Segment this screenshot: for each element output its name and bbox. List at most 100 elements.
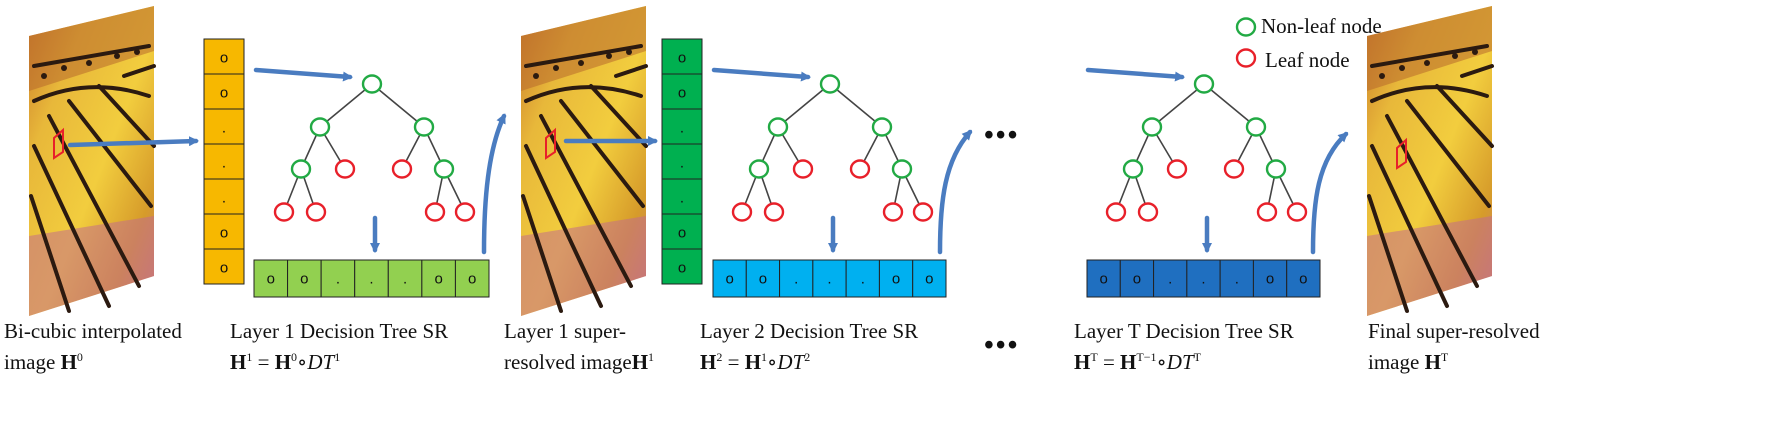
nonleaf-node [309,117,331,137]
vector-cell-symbol: o [220,225,228,242]
leaf-node [334,159,356,179]
decision-tree-layerT [1105,74,1308,222]
leaf-node [792,159,814,179]
vector-cell-symbol: o [1266,271,1274,288]
leaf-node [391,159,413,179]
vector-cell [203,143,245,180]
layer2-formula: H2 = H1∘DT2 [700,350,811,374]
nonleaf-node [361,74,383,94]
vector-cell-symbol: o [220,50,228,67]
tree-edge [777,83,831,128]
vector-cell [661,143,703,180]
arrow-patch-to-vector-0 [67,136,199,148]
arrow-vector-to-tree-1 [253,67,353,82]
vector-cell-symbol: o [220,85,228,102]
vector-cell-symbol: o [678,85,686,102]
nonleaf-node [891,159,913,179]
leaf-node [1223,159,1245,179]
leaf-node [882,202,904,222]
butterfly-image [519,4,648,318]
vector-cell-symbol: . [794,271,798,288]
vector-cell [287,259,322,298]
arrow-output-to-final [1310,131,1349,255]
leaf-node [273,202,295,222]
vector-cell-symbol: o [220,260,228,277]
layerT-caption: Layer T Decision Tree SR HT = HT−1∘DTT [1074,318,1294,375]
arrow-vector-to-tree-2 [711,67,811,82]
nonleaf-node [767,117,789,137]
vector-cell-symbol: o [1299,271,1307,288]
vector-cell [878,259,914,298]
input-caption-line1: Bi-cubic interpolated [4,319,182,343]
leaf-node [849,159,871,179]
vector-cell [203,178,245,215]
vector-cell [661,178,703,215]
leaf-node [454,202,476,222]
vector-cell [745,259,781,298]
patch-marker [1396,137,1407,170]
tree-edge [829,83,883,128]
legend-nonleaf-label: Non-leaf node [1261,14,1382,38]
vector-cell [421,259,456,298]
layer2-title: Layer 2 Decision Tree SR [700,319,919,343]
input-caption-line2: image H0 [4,350,83,374]
arrow-vector-to-tree-T [1085,67,1185,82]
arrow-output-to-next-2 [937,129,973,255]
layer1-image-panel [519,4,648,318]
nonleaf-node [1245,117,1267,137]
vector-cell [1286,259,1321,298]
layerT-formula: HT = HT−1∘DTT [1074,350,1201,374]
vector-cell [203,38,245,75]
vector-cell-symbol: . [1235,271,1239,288]
patch-marker [545,127,556,160]
vector-cell-symbol: . [1168,271,1172,288]
vector-cell-symbol: . [222,120,226,137]
leaf-node [731,202,753,222]
vector-cell [1252,259,1288,298]
vector-cell-symbol: o [725,271,733,288]
vector-cell [454,259,490,298]
input-caption: Bi-cubic interpolated image H0 [4,318,182,375]
vector-cell-symbol: o [759,271,767,288]
vector-cell-symbol: . [222,190,226,207]
arrow-output-to-image-1 [481,113,507,255]
vector-cell-symbol: o [678,225,686,242]
feature-vector-h0: o o... o o [203,38,245,285]
vector-cell-symbol: o [267,271,275,288]
vector-cell-symbol: o [678,260,686,277]
vector-cell-symbol: o [678,50,686,67]
vector-cell [1219,259,1254,298]
vector-cell-symbol: . [369,271,373,288]
ellipsis-top: ••• [984,120,1020,151]
final-caption-line2: image HT [1368,350,1449,374]
final-image-panel [1365,4,1494,318]
vector-cell [779,259,814,298]
leaf-node [763,202,785,222]
leaf-node [912,202,934,222]
nonleaf-node [1193,74,1215,94]
vector-cell-symbol: . [222,155,226,172]
layer1-formula: H1 = H0∘DT1 [230,350,341,374]
tree-edge [1151,83,1205,128]
vector-cell [1086,259,1121,298]
vector-cell-symbol: o [1099,271,1107,288]
vector-cell-symbol: . [680,155,684,172]
leaf-node [305,202,327,222]
vector-cell-symbol: o [892,271,900,288]
patch-marker [53,127,64,160]
nonleaf-node [433,159,455,179]
nonleaf-node [871,117,893,137]
leaf-node [1166,159,1188,179]
input-image-panel [27,4,156,318]
final-caption-line1: Final super-resolved [1368,319,1540,343]
decision-tree-layer2 [731,74,934,222]
vector-cell [912,259,947,298]
layer1-title: Layer 1 Decision Tree SR [230,319,449,343]
vector-cell [661,213,703,250]
tree-edge [1203,83,1257,128]
nonleaf-node [1141,117,1163,137]
vector-cell-symbol: . [403,271,407,288]
legend-leaf-label: Leaf node [1265,48,1350,72]
